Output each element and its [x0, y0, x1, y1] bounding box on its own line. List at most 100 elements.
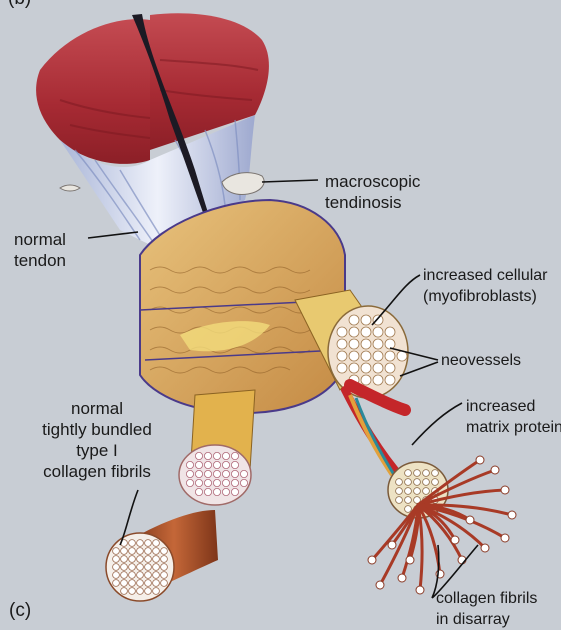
fibril-dot: [195, 488, 202, 495]
fibril-dot: [145, 564, 152, 571]
fibril-dot: [361, 327, 371, 337]
panel-label-bottom: (c): [9, 600, 31, 621]
fibril-dot: [349, 363, 359, 373]
fibril-dot: [161, 548, 168, 555]
fibril-dot: [373, 375, 383, 385]
fibril-dot: [231, 461, 238, 468]
label-increased-matrix: increased matrix protein: [466, 396, 561, 438]
fibril-dot: [337, 339, 347, 349]
fibril-dot: [396, 497, 403, 504]
fibril-dot: [385, 363, 395, 373]
fibril-dot: [129, 564, 136, 571]
fibril-dot: [373, 351, 383, 361]
fibril-dot: [113, 564, 120, 571]
fibril-dot: [186, 479, 193, 486]
fibril-dot: [385, 339, 395, 349]
fibril-dot: [349, 339, 359, 349]
fibril-dot: [195, 461, 202, 468]
fibril-dot: [145, 580, 152, 587]
fibril-dot: [405, 488, 412, 495]
fibril-dot: [222, 479, 229, 486]
fibril-dot: [240, 470, 247, 477]
label-collagen-disarray: collagen fibrils in disarray: [436, 588, 537, 630]
label-neovessels: neovessels: [441, 350, 521, 371]
fibril-dot: [129, 572, 136, 579]
fibril-dot: [113, 572, 120, 579]
fibril-dot: [121, 556, 128, 563]
fibril-dot: [161, 564, 168, 571]
fibril-dot: [137, 564, 144, 571]
fibril-dot: [423, 488, 430, 495]
fibril-dot: [153, 556, 160, 563]
fibril-dot: [222, 461, 229, 468]
fibril-dot: [161, 580, 168, 587]
fibril-dot: [113, 548, 120, 555]
fibre-tip: [476, 456, 484, 464]
fibril-dot: [414, 470, 421, 477]
muscle-left: [36, 19, 150, 164]
fibril-dot: [385, 327, 395, 337]
fibril-dot: [405, 470, 412, 477]
fibril-dot: [195, 479, 202, 486]
label-normal-tendon: normal tendon: [14, 229, 66, 271]
fibril-dot: [337, 363, 347, 373]
fibril-dot: [153, 564, 160, 571]
fibre-tip: [416, 586, 424, 594]
fibril-dot: [121, 588, 128, 595]
fibre-tip: [508, 511, 516, 519]
fibre-tip: [501, 486, 509, 494]
fibril-dot: [231, 452, 238, 459]
fibril-dot: [349, 315, 359, 325]
fibril-dot: [423, 479, 430, 486]
fibril-dot: [145, 548, 152, 555]
fibril-dot: [204, 479, 211, 486]
fibril-dot: [213, 479, 220, 486]
fibril-dot: [361, 375, 371, 385]
fibril-dot: [145, 556, 152, 563]
fibril-dot: [231, 479, 238, 486]
fibril-dot: [337, 327, 347, 337]
fibril-dot: [195, 452, 202, 459]
fibril-dot: [129, 580, 136, 587]
fibril-dot: [213, 461, 220, 468]
fibril-dot: [373, 339, 383, 349]
fibril-dot: [153, 580, 160, 587]
fibril-dot: [121, 580, 128, 587]
fibril-dot: [373, 327, 383, 337]
fibril-dot: [213, 470, 220, 477]
fibril-dot: [222, 488, 229, 495]
fibre-tip: [481, 544, 489, 552]
fibril-dot: [121, 572, 128, 579]
fibril-dot: [186, 470, 193, 477]
fibril-dot: [361, 363, 371, 373]
fibril-dot: [222, 452, 229, 459]
fibre-tip: [491, 466, 499, 474]
fibril-dot: [153, 572, 160, 579]
fibril-dot: [121, 564, 128, 571]
fibril-dot: [396, 488, 403, 495]
fibril-dot: [153, 540, 160, 547]
fibril-dot: [405, 497, 412, 504]
fibril-dot: [137, 588, 144, 595]
fibril-dot: [373, 363, 383, 373]
fibril-dot: [385, 375, 395, 385]
fibril-dot: [161, 572, 168, 579]
fibre-tip: [406, 556, 414, 564]
fibre-tip: [388, 541, 396, 549]
fibril-dot: [213, 452, 220, 459]
fibril-dot: [129, 540, 136, 547]
fibril-dot: [204, 452, 211, 459]
fibril-dot: [145, 572, 152, 579]
fibril-dot: [113, 556, 120, 563]
fibril-dot: [137, 540, 144, 547]
fibril-dot: [195, 470, 202, 477]
fibre-tip: [368, 556, 376, 564]
fibril-dot: [349, 351, 359, 361]
fibril-dot: [129, 588, 136, 595]
fibril-dot: [137, 580, 144, 587]
fibril-dot: [231, 488, 238, 495]
fibril-dot: [145, 540, 152, 547]
fibril-dot: [432, 479, 439, 486]
